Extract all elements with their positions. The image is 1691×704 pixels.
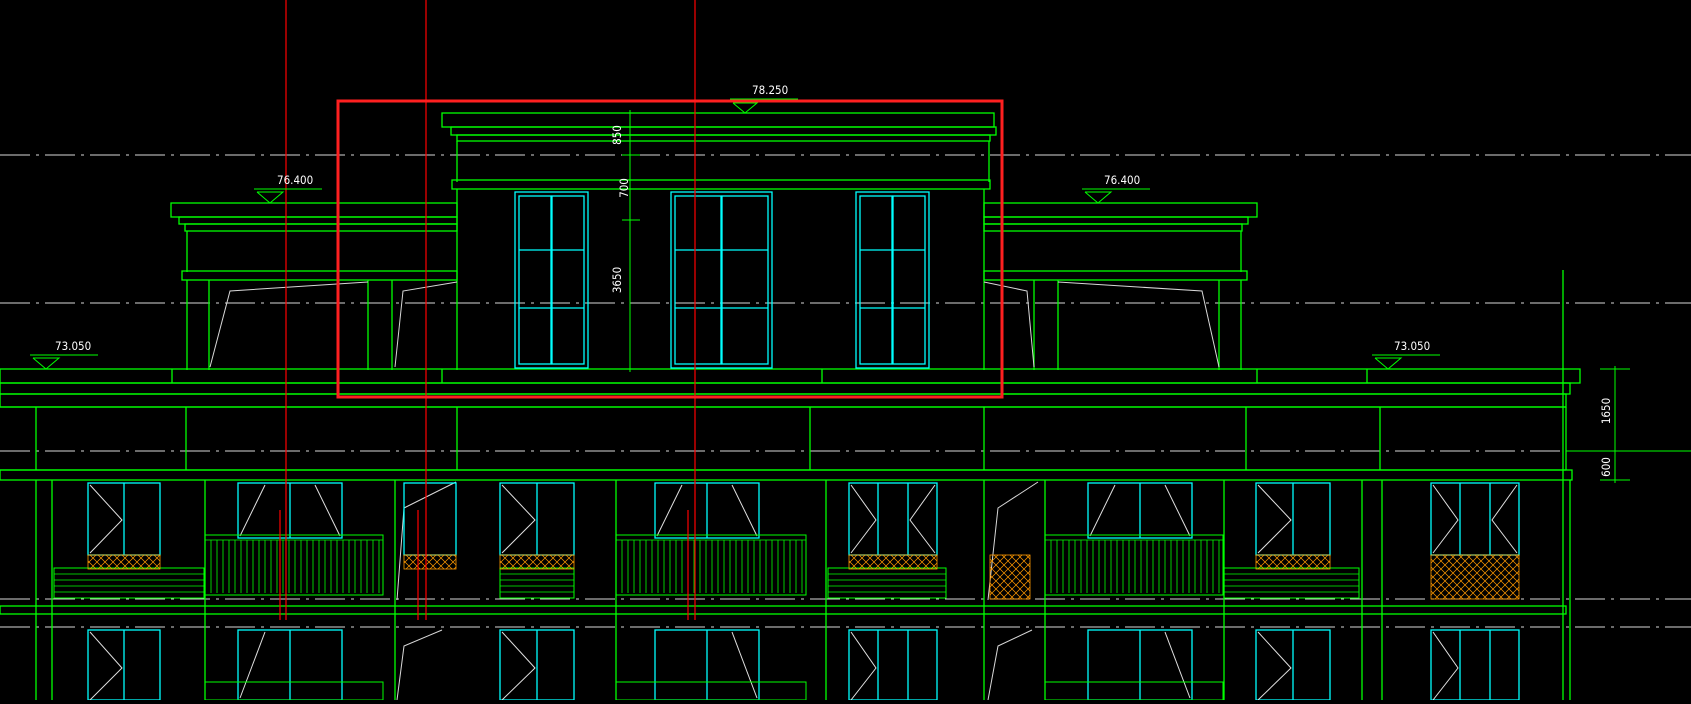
railing-slats: [54, 573, 1359, 593]
dimension-right-lower: 600: [1599, 457, 1613, 477]
level-marker-left-roof: [254, 188, 322, 204]
selection-highlight: [336, 99, 1004, 399]
level-label-top: 78.250: [752, 83, 788, 97]
lower-windows: [87, 482, 1520, 701]
roof-structure: [0, 112, 1581, 700]
railing-bars: [205, 539, 1223, 593]
level-label-left-terrace: 73.050: [55, 339, 91, 353]
hatch-crosses: [87, 554, 1520, 600]
axis-lines: [279, 0, 696, 620]
dimension-parapet: 850: [610, 125, 624, 145]
window-swing-lines: [89, 484, 1518, 701]
dimension-chain-center: [622, 110, 640, 372]
level-label-right-terrace: 73.050: [1394, 339, 1430, 353]
level-marker-right-roof: [1082, 188, 1150, 204]
level-marker-top: [730, 98, 798, 114]
level-label-left-roof: 76.400: [277, 173, 313, 187]
level-marker-left-terrace: [30, 354, 98, 370]
dimension-band: 700: [617, 178, 631, 198]
level-label-right-roof: 76.400: [1104, 173, 1140, 187]
hatch-panels: [87, 554, 1520, 600]
level-marker-right-terrace: [1372, 354, 1440, 370]
slope-lines: [209, 281, 1220, 701]
reference-gridlines: [0, 154, 1691, 628]
dimension-chain-right: [1566, 366, 1691, 483]
dimension-right-upper: 1650: [1599, 398, 1613, 424]
dimension-wall: 3650: [610, 267, 624, 293]
penthouse-windows: [514, 191, 930, 369]
